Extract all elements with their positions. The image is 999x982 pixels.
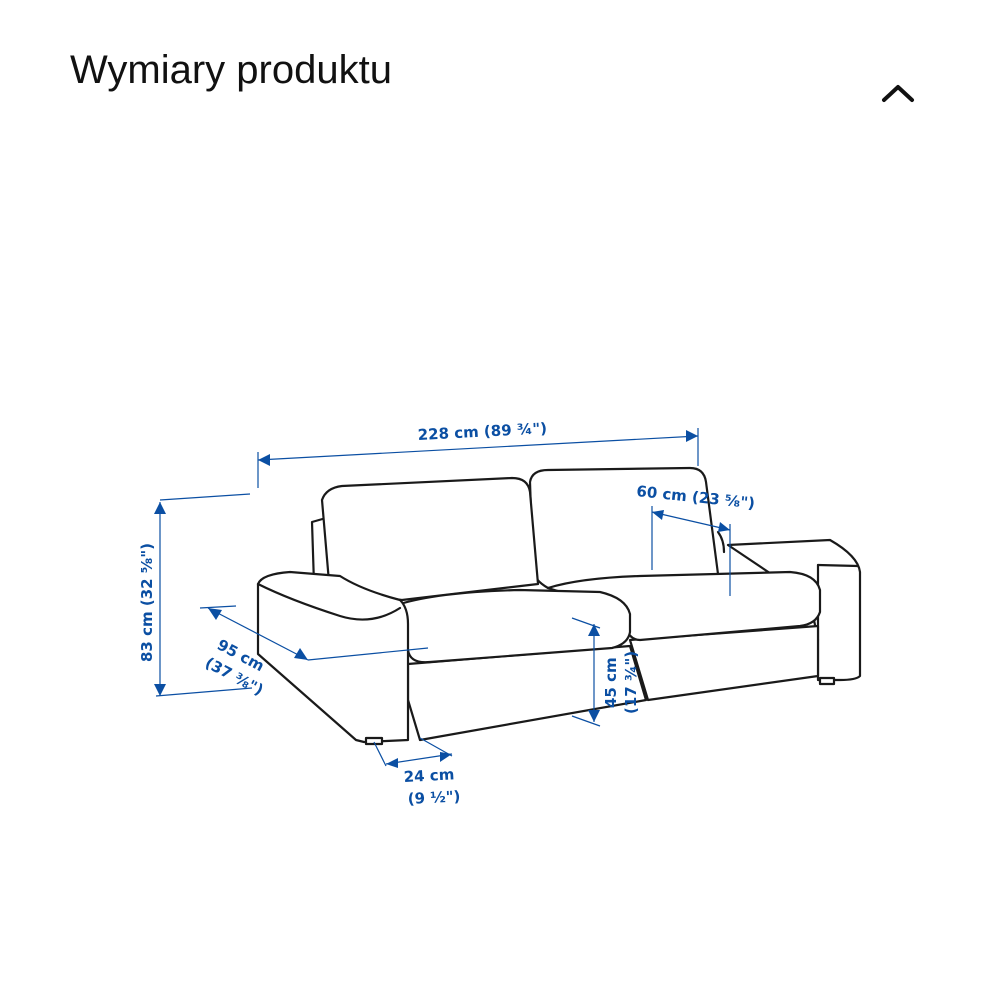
armrest-width-label-line1: 24 cm <box>403 765 454 786</box>
width-label: 228 cm (89 ¾") <box>417 419 547 444</box>
collapse-button[interactable] <box>872 70 924 118</box>
seat-height-label-line1: 45 cm <box>602 657 620 708</box>
height-dimension: 83 cm (32 ⅝") <box>138 493 253 697</box>
chevron-up-icon <box>882 85 914 102</box>
armrest-width-dimension: 24 cm (9 ½") <box>373 737 461 808</box>
seat-height-label-line2: (17 ¾") <box>622 651 640 714</box>
sofa-illustration <box>256 466 862 746</box>
page-title: Wymiary produktu <box>70 48 392 92</box>
height-label: 83 cm (32 ⅝") <box>138 543 156 662</box>
seat-height-dimension: 45 cm (17 ¾") <box>571 617 640 727</box>
armrest-width-label-line2: (9 ½") <box>407 787 461 808</box>
